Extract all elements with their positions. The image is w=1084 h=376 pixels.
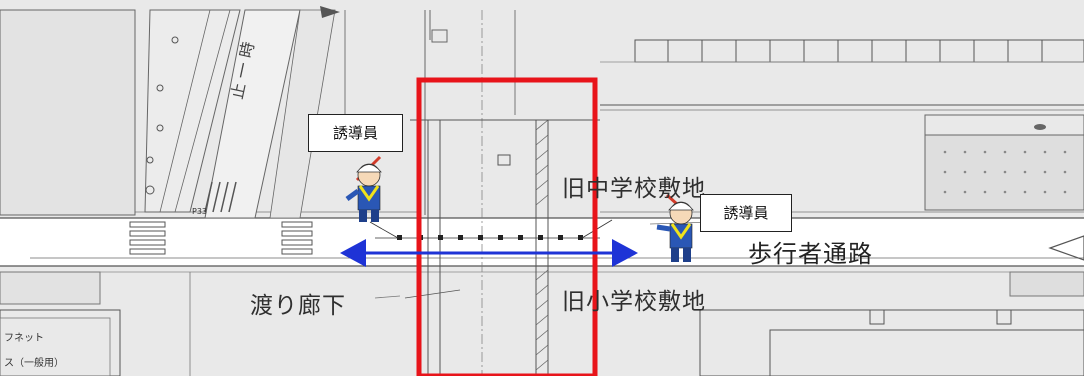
building-top-left xyxy=(0,9,136,216)
side-note-1: フネット xyxy=(4,333,44,344)
traffic-guide-person-icon xyxy=(656,193,694,262)
double-headed-arrow-icon xyxy=(340,239,638,267)
label-pedestrian-path: 歩行者通路 xyxy=(748,240,873,268)
guide-callout-right: 誘導員 xyxy=(700,194,792,232)
label-old-elementary-school: 旧小学校敷地 xyxy=(562,289,706,315)
corridor-structure xyxy=(404,119,600,376)
label-corridor: 渡り廊下 xyxy=(250,293,346,319)
label-old-middle-school: 旧中学校敷地 xyxy=(562,176,706,202)
guide-callout-left: 誘導員 xyxy=(308,114,403,152)
traffic-guide-person-icon xyxy=(345,155,382,222)
side-note-2: ス（一般用） xyxy=(4,358,64,369)
parking-mark: P33 xyxy=(192,207,208,216)
highlight-frame xyxy=(416,77,598,376)
